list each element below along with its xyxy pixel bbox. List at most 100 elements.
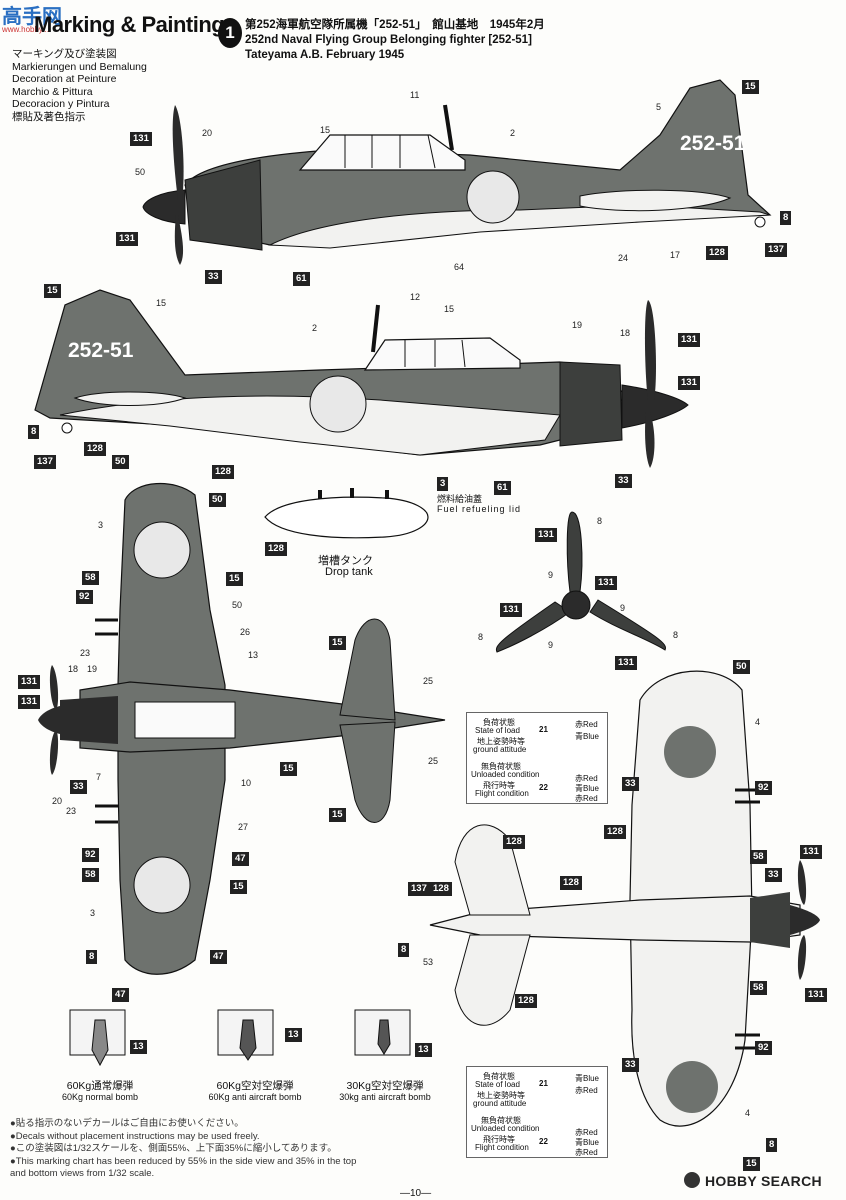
bv-callout-8-a: 8 [398,943,410,957]
watermark-text: 高手网 [2,6,62,28]
bottom-view-planform [429,670,820,1127]
tv-num-3-b: 3 [90,908,96,918]
legend-flight-ja: 飛行時等 [483,781,515,790]
side-view-left-facing: 252-51 [142,79,772,265]
footnote-2-en: ●This marking chart has been reduced by … [10,1155,357,1167]
legend2-21-blue: 青Blue [575,1074,600,1083]
num-15: 15 [320,125,331,135]
bv-callout-58-a: 58 [750,850,767,864]
callout-131-prop-top: 131 [130,132,152,146]
load-state-legend-bottom: 負荷状態 State of load 地上姿勢時等 ground attitud… [466,1066,608,1158]
footnotes: ●貼る指示のないデカールはご自由にお使いください。 ●Decals withou… [10,1118,356,1181]
bv-callout-15: 15 [743,1157,760,1171]
tail-code-bottom-side: 252-51 [68,339,134,362]
bv-num-53: 53 [423,957,434,967]
callout-137-tailwheel-2: 137 [34,455,56,469]
callout-15-fin: 15 [742,80,759,94]
num-9-a: 9 [548,570,554,580]
callout-128-a: 128 [84,442,106,456]
num-2-roundel-2: 2 [312,323,318,333]
num-18: 18 [620,328,631,338]
tv-num-20: 20 [52,796,63,806]
fuel-lid-label-ja: 燃料給油蓋 [437,494,483,504]
legend-loaded-en: State of load [475,726,520,735]
tv-num-18: 18 [68,664,79,674]
page-title: Marking & Painting [34,12,225,37]
tv-callout-92-a: 92 [76,590,93,604]
legend2-22-red-b: 赤Red [575,1148,598,1157]
legend-22-blue: 青Blue [575,784,600,793]
callout-137-tailwheel: 137 [765,243,787,257]
bv-callout-128-d: 128 [560,876,582,890]
num-64: 64 [454,262,465,272]
callout-15-fin-2: 15 [44,284,61,298]
bv-callout-128-a: 128 [604,825,626,839]
callout-128-tank: 128 [265,542,287,556]
callout-61-exhaust: 61 [293,272,310,286]
legend2-loaded-ja: 負荷状態 [483,1072,515,1081]
tv-num-27: 27 [238,822,249,832]
legend-unloaded-ja: 無負荷状態 [481,762,521,771]
num-15-c: 15 [444,304,455,314]
tv-callout-47-a: 47 [232,852,249,866]
bv-num-4-b: 4 [745,1108,751,1118]
title-de: Markierungen und Bemalung [12,60,147,73]
num-15-b: 15 [156,298,167,308]
num-5: 5 [656,102,662,112]
tv-callout-50-b: 50 [209,493,226,507]
title-it: Marchio & Pittura [12,85,93,98]
num-12-antenna: 12 [410,292,421,302]
bv-num-4-a: 4 [755,717,761,727]
tv-callout-92-b: 92 [82,848,99,862]
bomb2-label-ja: 60Kg空対空爆弾 [216,1080,294,1092]
tv-callout-15-c: 15 [230,880,247,894]
drop-tank-title-en: Drop tank [325,566,373,578]
bv-callout-128-b: 128 [503,835,525,849]
tv-num-23-b: 23 [66,806,77,816]
tv-callout-15-a: 15 [226,572,243,586]
num-8-c: 8 [673,630,679,640]
legend2-21-red: 赤Red [575,1086,598,1095]
load-state-legend-top: 負荷状態 State of load 地上姿勢時等 ground attitud… [466,712,608,804]
bomb1-label-en: 60Kg normal bomb [61,1092,139,1102]
legend-21-blue: 青Blue [575,732,600,741]
legend2-22-red-a: 赤Red [575,1128,598,1137]
num-9-b: 9 [620,603,626,613]
top-view-planform [38,483,446,975]
hobby-search-logo-icon [684,1172,700,1188]
title-fr: Decoration at Peinture [12,73,117,85]
drop-tank-drawing [264,488,429,539]
callout-131-blade-b: 131 [595,576,617,590]
callout-131-blade-a: 131 [535,528,557,542]
tv-num-50: 50 [232,600,243,610]
num-24: 24 [618,253,629,263]
tv-num-25-b: 25 [428,756,439,766]
watermark-logo: 高手网 www.hobby... [2,0,62,34]
bv-callout-33-a: 33 [622,777,639,791]
info-line-ja: 第252海軍航空隊所属機「252-51」 館山基地 1945年2月 [245,19,545,31]
tv-callout-47-c: 47 [112,988,129,1002]
tv-callout-131-b: 131 [18,695,40,709]
tv-num-25-a: 25 [423,676,434,686]
callout-131-prop-b: 131 [678,376,700,390]
bv-callout-131-b: 131 [805,988,827,1002]
footnote-1-ja: ●貼る指示のないデカールはご自由にお使いください。 [10,1118,244,1129]
legend2-ground-ja: 地上姿勢時等 [477,1091,525,1100]
bv-callout-131-a: 131 [800,845,822,859]
title-ja: マーキング及び塗装図 [12,48,117,60]
tv-num-7: 7 [96,772,102,782]
num-11-antenna: 11 [410,90,420,100]
callout-131-blade-d: 131 [615,656,637,670]
num-2-roundel: 2 [510,128,516,138]
tv-num-19: 19 [87,664,98,674]
tv-num-13: 13 [248,650,259,660]
callout-131-prop-bottom: 131 [116,232,138,246]
footnote-2-en-cont: and bottom views from 1/32 scale. [10,1168,155,1179]
bv-callout-128-c: 128 [430,882,452,896]
watermark-sub: www.hobby... [2,25,49,34]
legend2-22-blue: 青Blue [575,1138,600,1147]
num-19: 19 [572,320,583,330]
bv-callout-137: 137 [408,882,430,896]
brand-watermark: HOBBY SEARCH [705,1173,822,1189]
callout-128-underside: 128 [706,246,728,260]
